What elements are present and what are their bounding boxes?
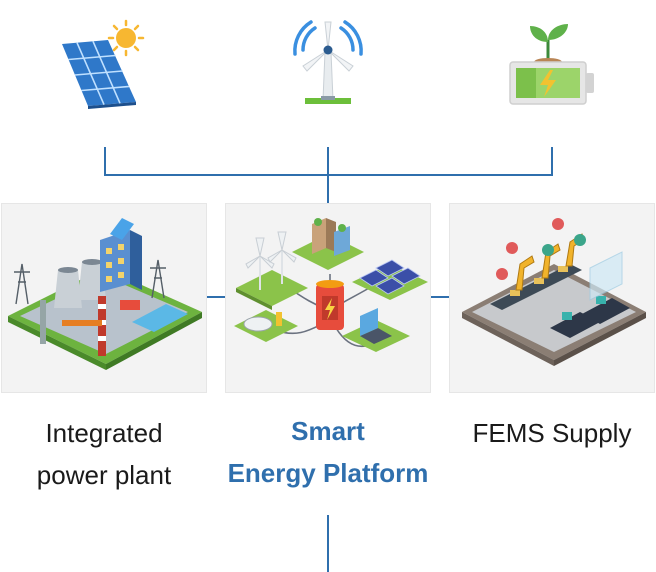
smart-energy-illustration (234, 218, 428, 352)
power-plant-illustration (8, 218, 202, 370)
label-fems-supply: FEMS Supply (442, 412, 656, 454)
sun-icon (107, 19, 145, 57)
connector-right-horizontal (431, 296, 449, 298)
label-integrated-power-plant-line2: power plant (36, 460, 172, 490)
wind-turbine-icon (285, 16, 371, 108)
battery-plant-icon (506, 18, 598, 108)
label-smart-energy-platform-line1: Smart (291, 416, 365, 446)
label-integrated-power-plant: Integrated power plant (0, 412, 214, 496)
factory-illustration (462, 218, 646, 366)
card-smart-energy-platform (225, 203, 431, 393)
connector-bottom-vertical (327, 515, 329, 572)
card-integrated-power-plant (1, 203, 207, 393)
solar-panel-icon (56, 16, 156, 112)
connector-left-horizontal (207, 296, 225, 298)
label-smart-energy-platform: Smart Energy Platform (218, 410, 438, 494)
label-fems-supply-line1: FEMS Supply (472, 418, 632, 448)
connector-battery-vertical (551, 147, 553, 175)
label-integrated-power-plant-line1: Integrated (45, 418, 163, 448)
label-smart-energy-platform-line2: Energy Platform (227, 458, 429, 488)
card-fems-supply (449, 203, 655, 393)
connector-solar-vertical (104, 147, 106, 175)
connector-center-vertical (327, 147, 329, 203)
